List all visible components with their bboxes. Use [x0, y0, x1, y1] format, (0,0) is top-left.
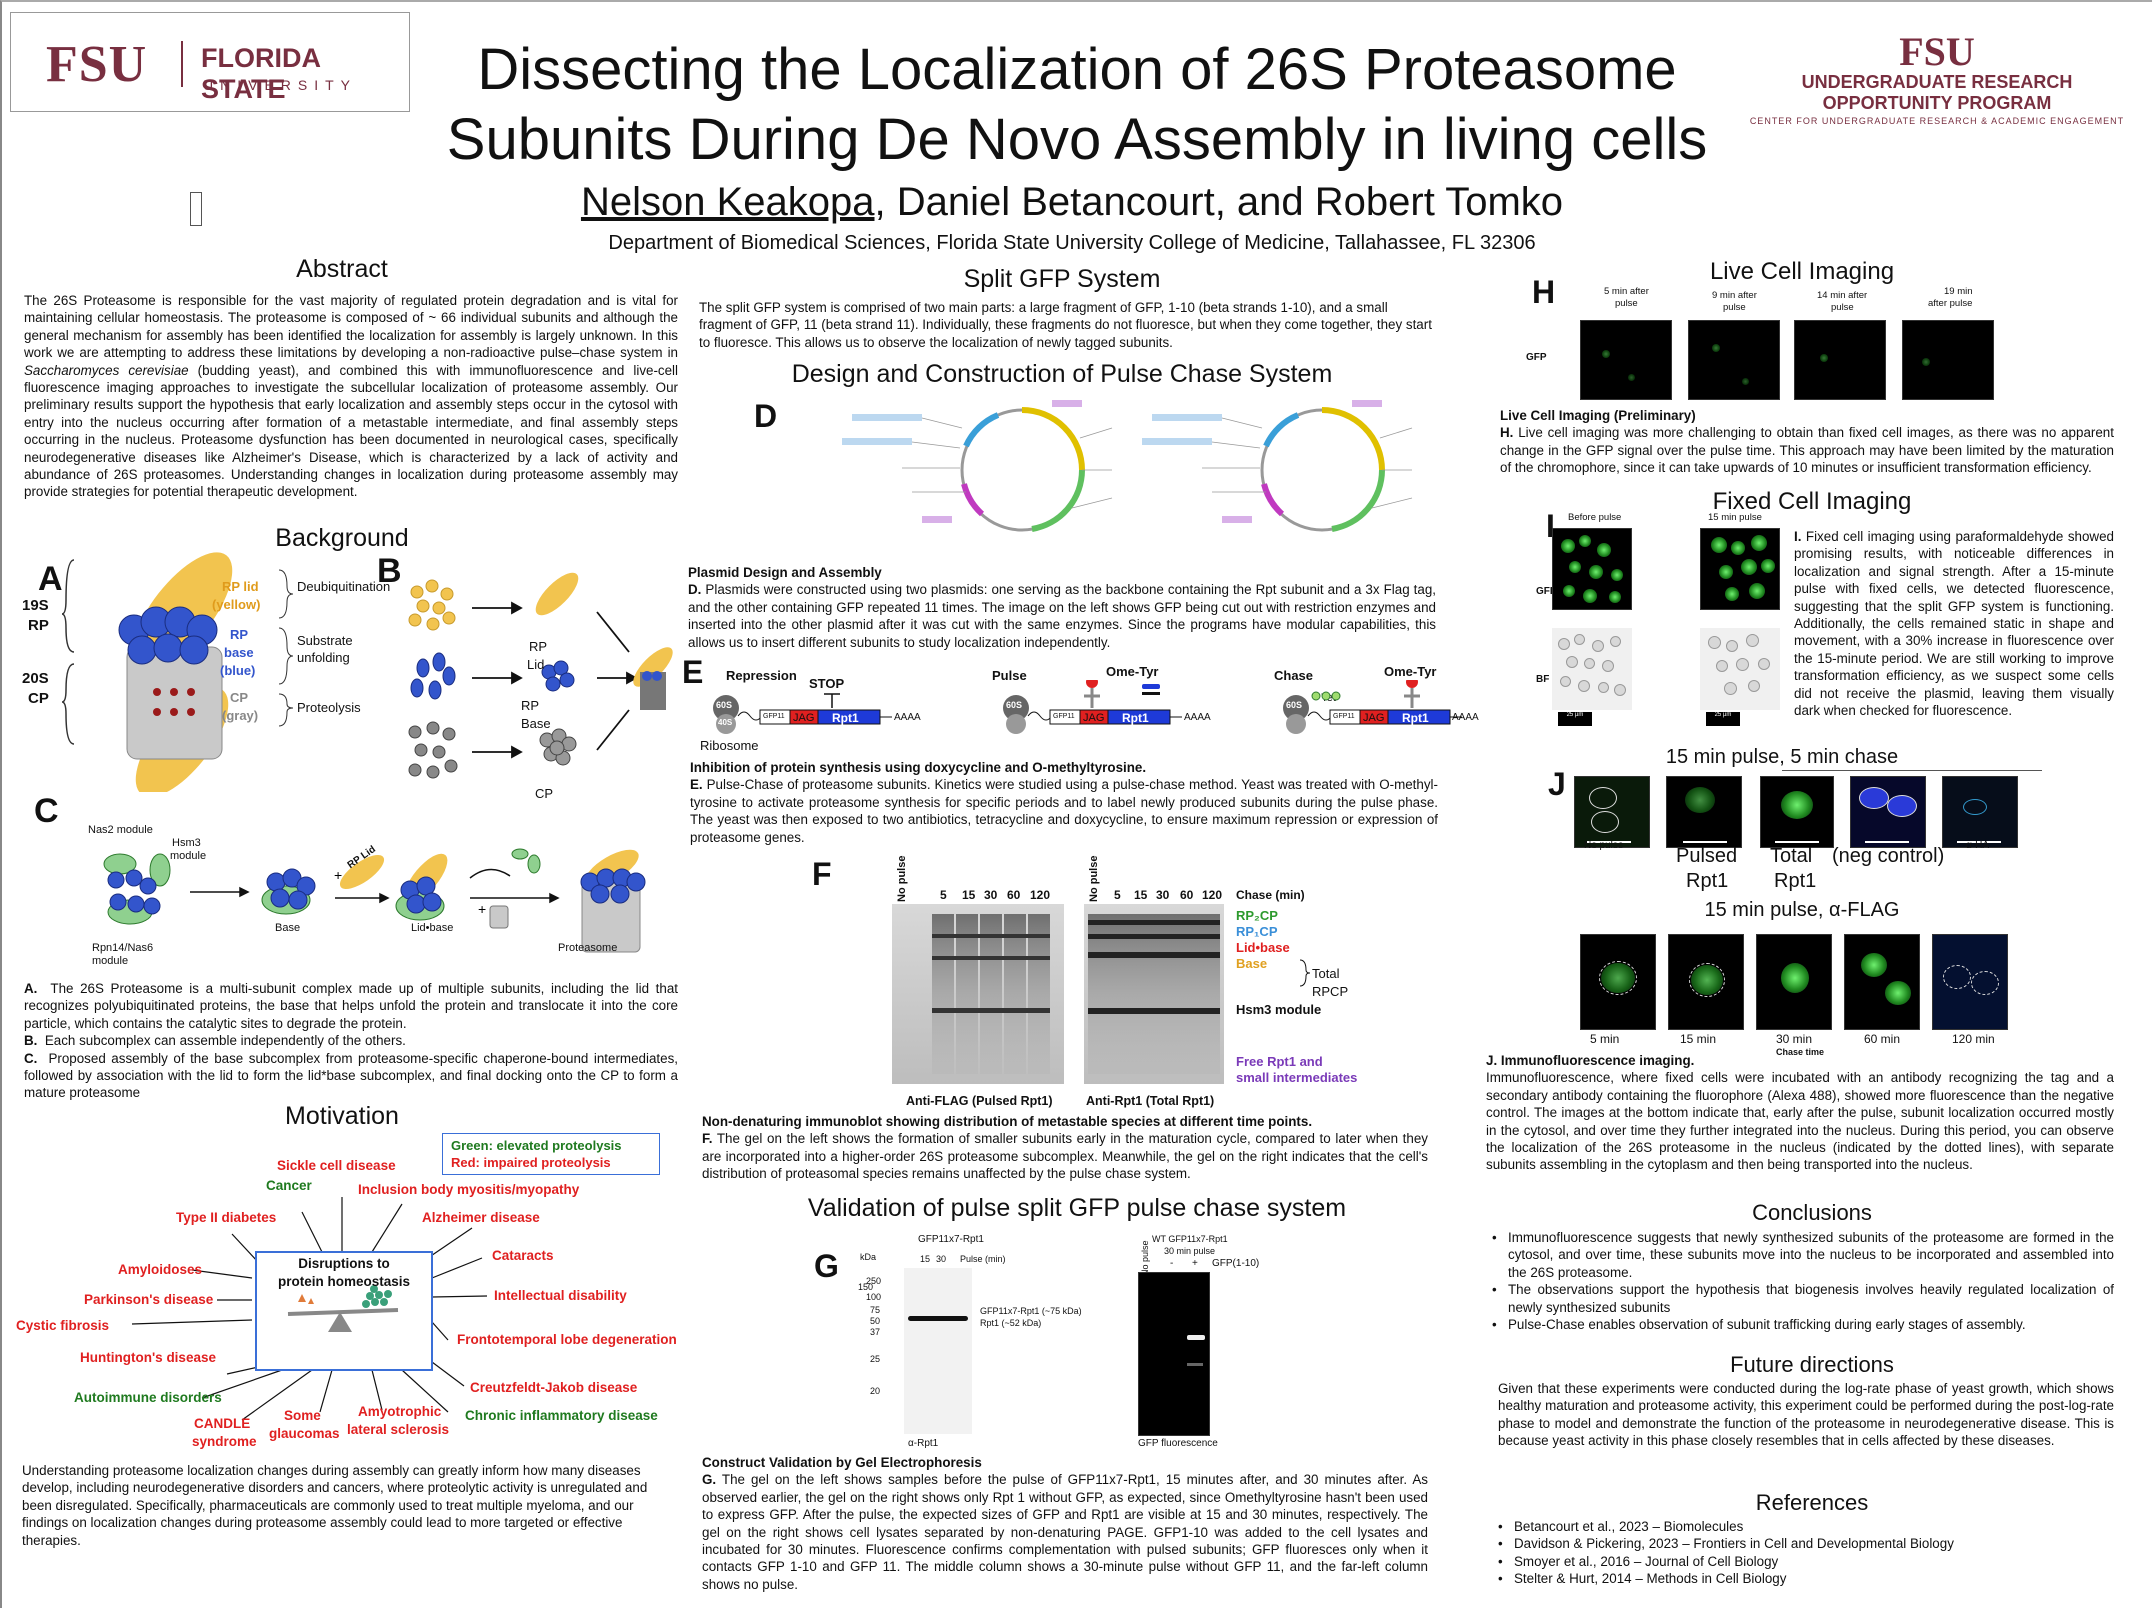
- figure-b: B RP Lid RP Base CP: [377, 552, 677, 802]
- scale-bar-right: 25 µm: [1706, 712, 1740, 726]
- references-heading: References: [1755, 1490, 1869, 1515]
- western-blot: [904, 1268, 972, 1434]
- fsu-abbr: FSU: [46, 36, 148, 93]
- fixed-gfp-before: [1552, 528, 1632, 610]
- base-assembly-pathway-drawing: + +: [103, 848, 646, 953]
- gfp-fluorescence-gel: [1138, 1272, 1210, 1436]
- design-f-caption: Non-denaturing immunoblot showing distri…: [702, 1114, 1428, 1182]
- urop-logo-right: FSU UNDERGRADUATE RESEARCH OPPORTUNITY P…: [1742, 32, 2132, 132]
- authors: Nelson Keakopa, Daniel Betancourt, and R…: [580, 180, 1564, 224]
- figure-g: G GFP11x7-Rpt1 kDa 15 30 Pulse (min) 250…: [814, 1234, 1260, 1449]
- fixed-bf-after: [1700, 628, 1780, 710]
- splitgfp-heading: Split GFP System: [963, 265, 1161, 293]
- conclusions-list: Immunofluorescence suggests that newly s…: [1490, 1229, 2114, 1334]
- motivation-legend: Green: elevated proteolysis Red: impaire…: [442, 1133, 660, 1175]
- if-heading-1: 15 min pulse, 5 min chase: [1665, 746, 1899, 768]
- subcomplex-assembly-drawing: [408, 572, 673, 779]
- fsu-logo-left: FSU FLORIDA STATE UNIVERSITY: [10, 12, 410, 112]
- scale-bar-left: 25 µm: [1558, 712, 1592, 726]
- if-caption: J. Immunofluorescence imaging. Immunoflu…: [1486, 1053, 2114, 1173]
- anti-rpt1-gel: [1084, 904, 1224, 1084]
- placeholder-glyph: [190, 192, 202, 226]
- reference-item: Smoyer et al., 2016 – Journal of Cell Bi…: [1496, 1553, 2116, 1571]
- splitgfp-body: The split GFP system is comprised of two…: [699, 300, 1432, 350]
- pulse-chase-drawing: [713, 680, 1462, 734]
- live-cell-panels: 5 min after pulse 9 min after pulse 14 m…: [1572, 284, 2132, 404]
- reference-item: Betancourt et al., 2023 – Biomolecules: [1496, 1518, 2116, 1536]
- figure-e: E Repression STOP Pulse Ome-Tyr Chase Om…: [682, 652, 1482, 757]
- future-heading: Future directions: [1730, 1352, 1894, 1377]
- abstract-heading: Abstract: [296, 255, 388, 283]
- reference-item: Stelter & Hurt, 2014 – Methods in Cell B…: [1496, 1570, 2116, 1588]
- conclusion-item: Immunofluorescence suggests that newly s…: [1490, 1229, 2114, 1281]
- if-panels-row1: [1572, 774, 2052, 854]
- motivation-heading: Motivation: [285, 1102, 399, 1130]
- figure-a: A 19S RP 20S CP RP lid (yellow) RP base …: [12, 552, 392, 792]
- design-d-caption: Plasmid Design and Assembly D. Plasmids …: [688, 565, 1436, 650]
- figure-d: D: [702, 388, 1442, 558]
- live-caption: Live Cell Imaging (Preliminary) H. Live …: [1500, 408, 2114, 476]
- first-author: Nelson Keakopa: [580, 180, 875, 224]
- disease-diagram: Disruptions to protein homeostasis Sickl…: [16, 1158, 677, 1449]
- if-panels-row2: [1576, 930, 2036, 1030]
- affiliation: Department of Biomedical Sciences, Flori…: [608, 232, 1536, 254]
- abstract-body: The 26S Proteasome is responsible for th…: [24, 293, 679, 500]
- urop-abbr: FSU: [1899, 29, 1975, 74]
- validation-caption: Construct Validation by Gel Electrophore…: [702, 1455, 1428, 1592]
- references-list: Betancourt et al., 2023 – Biomolecules D…: [1496, 1518, 2116, 1588]
- motivation-body: Understanding proteasome localization ch…: [22, 1463, 648, 1548]
- fixed-heading: Fixed Cell Imaging: [1712, 488, 1912, 515]
- fixed-gfp-after: [1700, 528, 1780, 610]
- reference-item: Davidson & Pickering, 2023 – Frontiers i…: [1496, 1535, 2116, 1553]
- conclusions-heading: Conclusions: [1752, 1200, 1872, 1225]
- background-heading: Background: [275, 524, 409, 552]
- fsu-sub: UNIVERSITY: [203, 77, 358, 93]
- background-captions: A. The 26S Proteasome is a multi-subunit…: [24, 981, 678, 1101]
- svg-text:+: +: [478, 901, 486, 917]
- design-heading: Design and Construction of Pulse Chase S…: [791, 360, 1333, 388]
- poster-title-line2: Subunits During De Novo Assembly in livi…: [446, 107, 1708, 172]
- future-body: Given that these experiments were conduc…: [1498, 1381, 2114, 1449]
- conclusion-item: Pulse-Chase enables observation of subun…: [1490, 1316, 2114, 1334]
- svg-text:+: +: [334, 867, 342, 883]
- validation-heading: Validation of pulse split GFP pulse chas…: [807, 1194, 1347, 1222]
- proteasome-26s-drawing: [118, 552, 233, 792]
- conclusion-item: The observations support the hypothesis …: [1490, 1281, 2114, 1316]
- figure-c: C Nas2 module Hsm3 module + + RP Lid Ba: [30, 792, 670, 967]
- poster-title-line1: Dissecting the Localization of 26S Prote…: [477, 37, 1677, 102]
- plasmid-maps-drawing: [842, 400, 1413, 532]
- fixed-caption: I. Fixed cell imaging using paraformalde…: [1794, 529, 2114, 719]
- design-e-caption: Inhibition of protein synthesis using do…: [690, 760, 1438, 845]
- live-heading: Live Cell Imaging: [1709, 258, 1895, 285]
- fsu-name: FLORIDA STATE: [201, 43, 320, 104]
- figure-f: F No pulse No pulse 5 15 30 60 120 5 15 …: [812, 855, 1358, 1108]
- if-heading-2: 15 min pulse, α-FLAG: [1704, 899, 1900, 921]
- fixed-bf-before: [1552, 628, 1632, 710]
- anti-flag-gel: [892, 904, 1064, 1084]
